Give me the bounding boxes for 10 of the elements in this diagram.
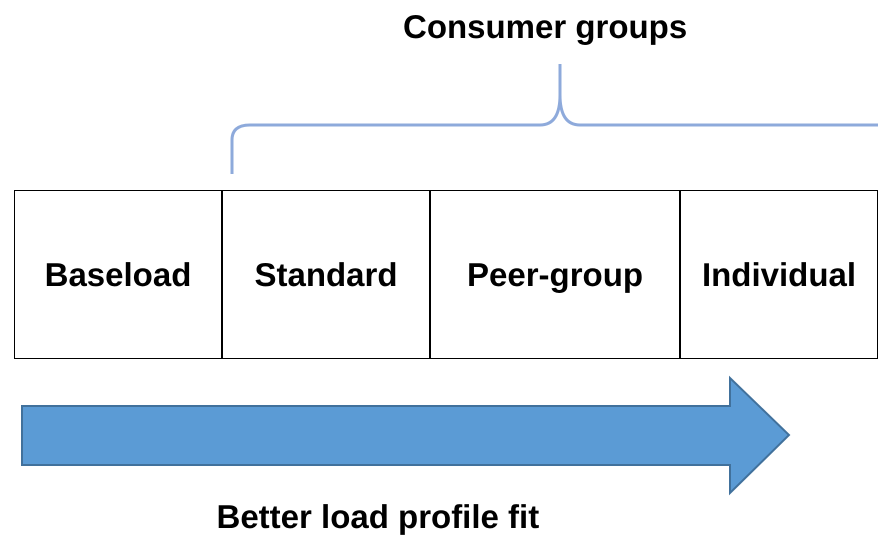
arrow-label: Better load profile fit xyxy=(216,498,540,536)
cell-label: Baseload xyxy=(44,256,192,294)
table-cell xyxy=(222,190,430,359)
cell-label: Standard xyxy=(254,256,398,294)
cell-label: Individual xyxy=(702,256,856,294)
table-cell xyxy=(680,190,878,359)
cell-label: Peer-group xyxy=(466,256,644,294)
bracket-label: Consumer groups xyxy=(403,8,688,46)
table-cell xyxy=(14,190,222,359)
table-cell xyxy=(430,190,680,359)
